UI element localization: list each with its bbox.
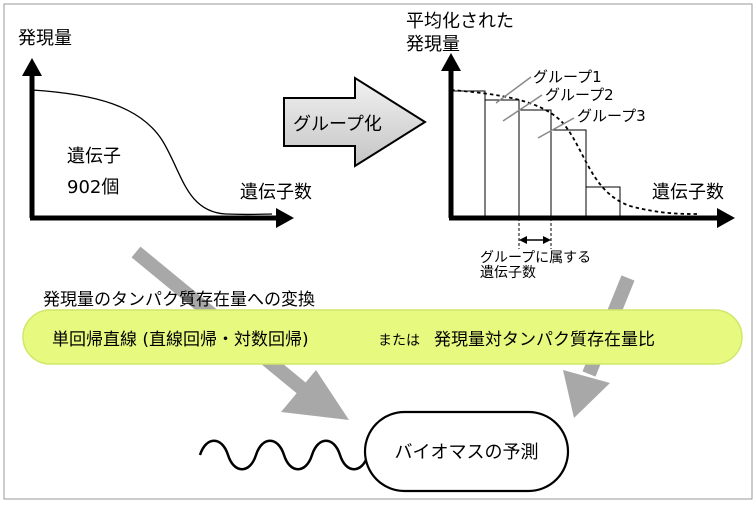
- method-alt-text: 発現量対タンパク質存在量比: [434, 330, 655, 350]
- expression-curve: [31, 89, 273, 216]
- right-y-axis-arrowhead: [441, 53, 461, 71]
- group-process-arrow: グループ化: [283, 76, 427, 168]
- gene-count-value: 902個: [67, 177, 119, 198]
- left-x-axis-label: 遺伝子数: [240, 182, 312, 203]
- group-process-label: グループ化: [293, 114, 382, 135]
- group-3-leader-line: [537, 117, 575, 139]
- group-bar-4: [550, 129, 587, 219]
- gene-count-label: 遺伝子: [67, 146, 121, 167]
- group-2-leader-line: [502, 94, 543, 122]
- conversion-band: [22, 309, 743, 365]
- right-x-axis-label: 遺伝子数: [652, 182, 724, 203]
- left-y-axis-label: 発現量: [18, 28, 72, 49]
- right-y-axis-label-line2: 発現量: [406, 34, 460, 55]
- biomass-prediction-node: [363, 410, 570, 493]
- conversion-title: 発現量のタンパク質存在量への変換: [43, 290, 315, 310]
- group-1-label: グループ1: [533, 68, 602, 86]
- bracket-label-line2: 遺伝子数: [480, 265, 536, 281]
- group-3-label: グループ3: [577, 107, 646, 125]
- group-1-leader-line: [495, 76, 532, 104]
- bracket-label-line1: グループに属する: [480, 250, 591, 266]
- right-x-axis-arrowhead: [717, 208, 735, 228]
- bracket-arrowhead-right: [543, 236, 551, 244]
- biomass-prediction-label: バイオマスの予測: [395, 442, 539, 463]
- gene-wave-icon: [198, 439, 370, 471]
- left-y-axis-arrowhead: [22, 58, 42, 76]
- left-chart: 発現量 遺伝子数 遺伝子 902個: [18, 28, 312, 228]
- method-connector-text: または: [378, 333, 420, 349]
- left-x-axis-arrowhead: [276, 208, 294, 228]
- group-2-label: グループ2: [545, 86, 614, 104]
- bracket-arrowhead-left: [519, 236, 527, 244]
- method-main-text: 単回帰直線 (直線回帰・対数回帰): [52, 330, 309, 350]
- figure-frame: [3, 3, 753, 500]
- averaged-expression-curve: [450, 89, 701, 215]
- right-chart: グループ1 グループ2 グループ3 平均化された 発現量 遺伝子数 グループに属…: [406, 11, 735, 281]
- right-y-axis-label-line1: 平均化された: [406, 11, 514, 32]
